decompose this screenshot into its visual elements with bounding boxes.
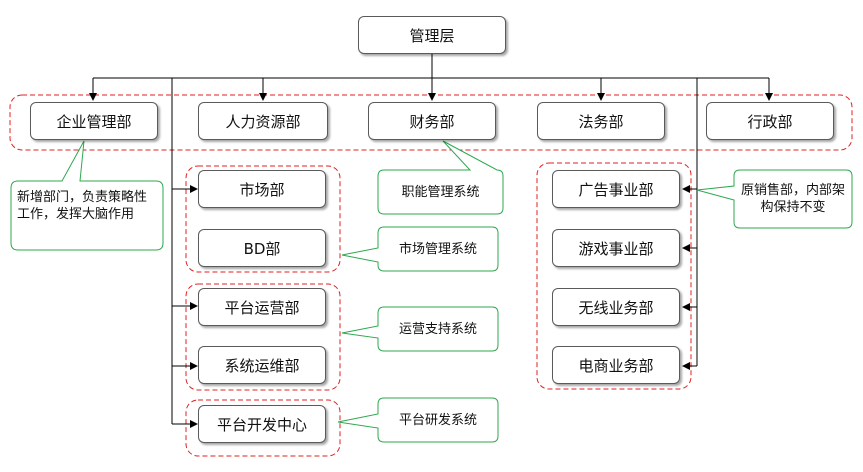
- market-dept-box: 市场部: [198, 170, 326, 208]
- wireless-unit-box: 无线业务部: [552, 288, 680, 326]
- ecommerce-unit-box: 电商业务部: [552, 346, 680, 384]
- platform-ops-box: 平台运营部: [198, 288, 326, 326]
- callout-ads-shape: [696, 169, 853, 229]
- dept-admin-box: 行政部: [706, 102, 834, 140]
- bd-dept-box: BD部: [198, 229, 326, 267]
- group-dev: [185, 399, 341, 457]
- group-operations: [185, 283, 341, 391]
- system-ops-box: 系统运维部: [198, 346, 326, 384]
- dept-finance-box: 财务部: [368, 102, 496, 140]
- dept-enterprise-box: 企业管理部: [30, 102, 158, 140]
- callout-enterprise-shape: [10, 140, 164, 251]
- callout-finance-shape: [377, 140, 504, 215]
- callout-ops-shape: [341, 306, 499, 352]
- connectors: [89, 53, 773, 428]
- group-market-bd: [185, 165, 341, 273]
- callout-dev-shape: [337, 397, 499, 443]
- platform-dev-box: 平台开发中心: [198, 405, 326, 443]
- ads-unit-box: 广告事业部: [552, 170, 680, 208]
- game-unit-box: 游戏事业部: [552, 229, 680, 267]
- group-business: [536, 162, 692, 390]
- callout-market-shape: [341, 226, 499, 272]
- management-box: 管理层: [358, 16, 506, 54]
- dept-hr-box: 人力资源部: [198, 102, 328, 140]
- dept-legal-box: 法务部: [537, 102, 665, 140]
- callouts: [10, 140, 853, 443]
